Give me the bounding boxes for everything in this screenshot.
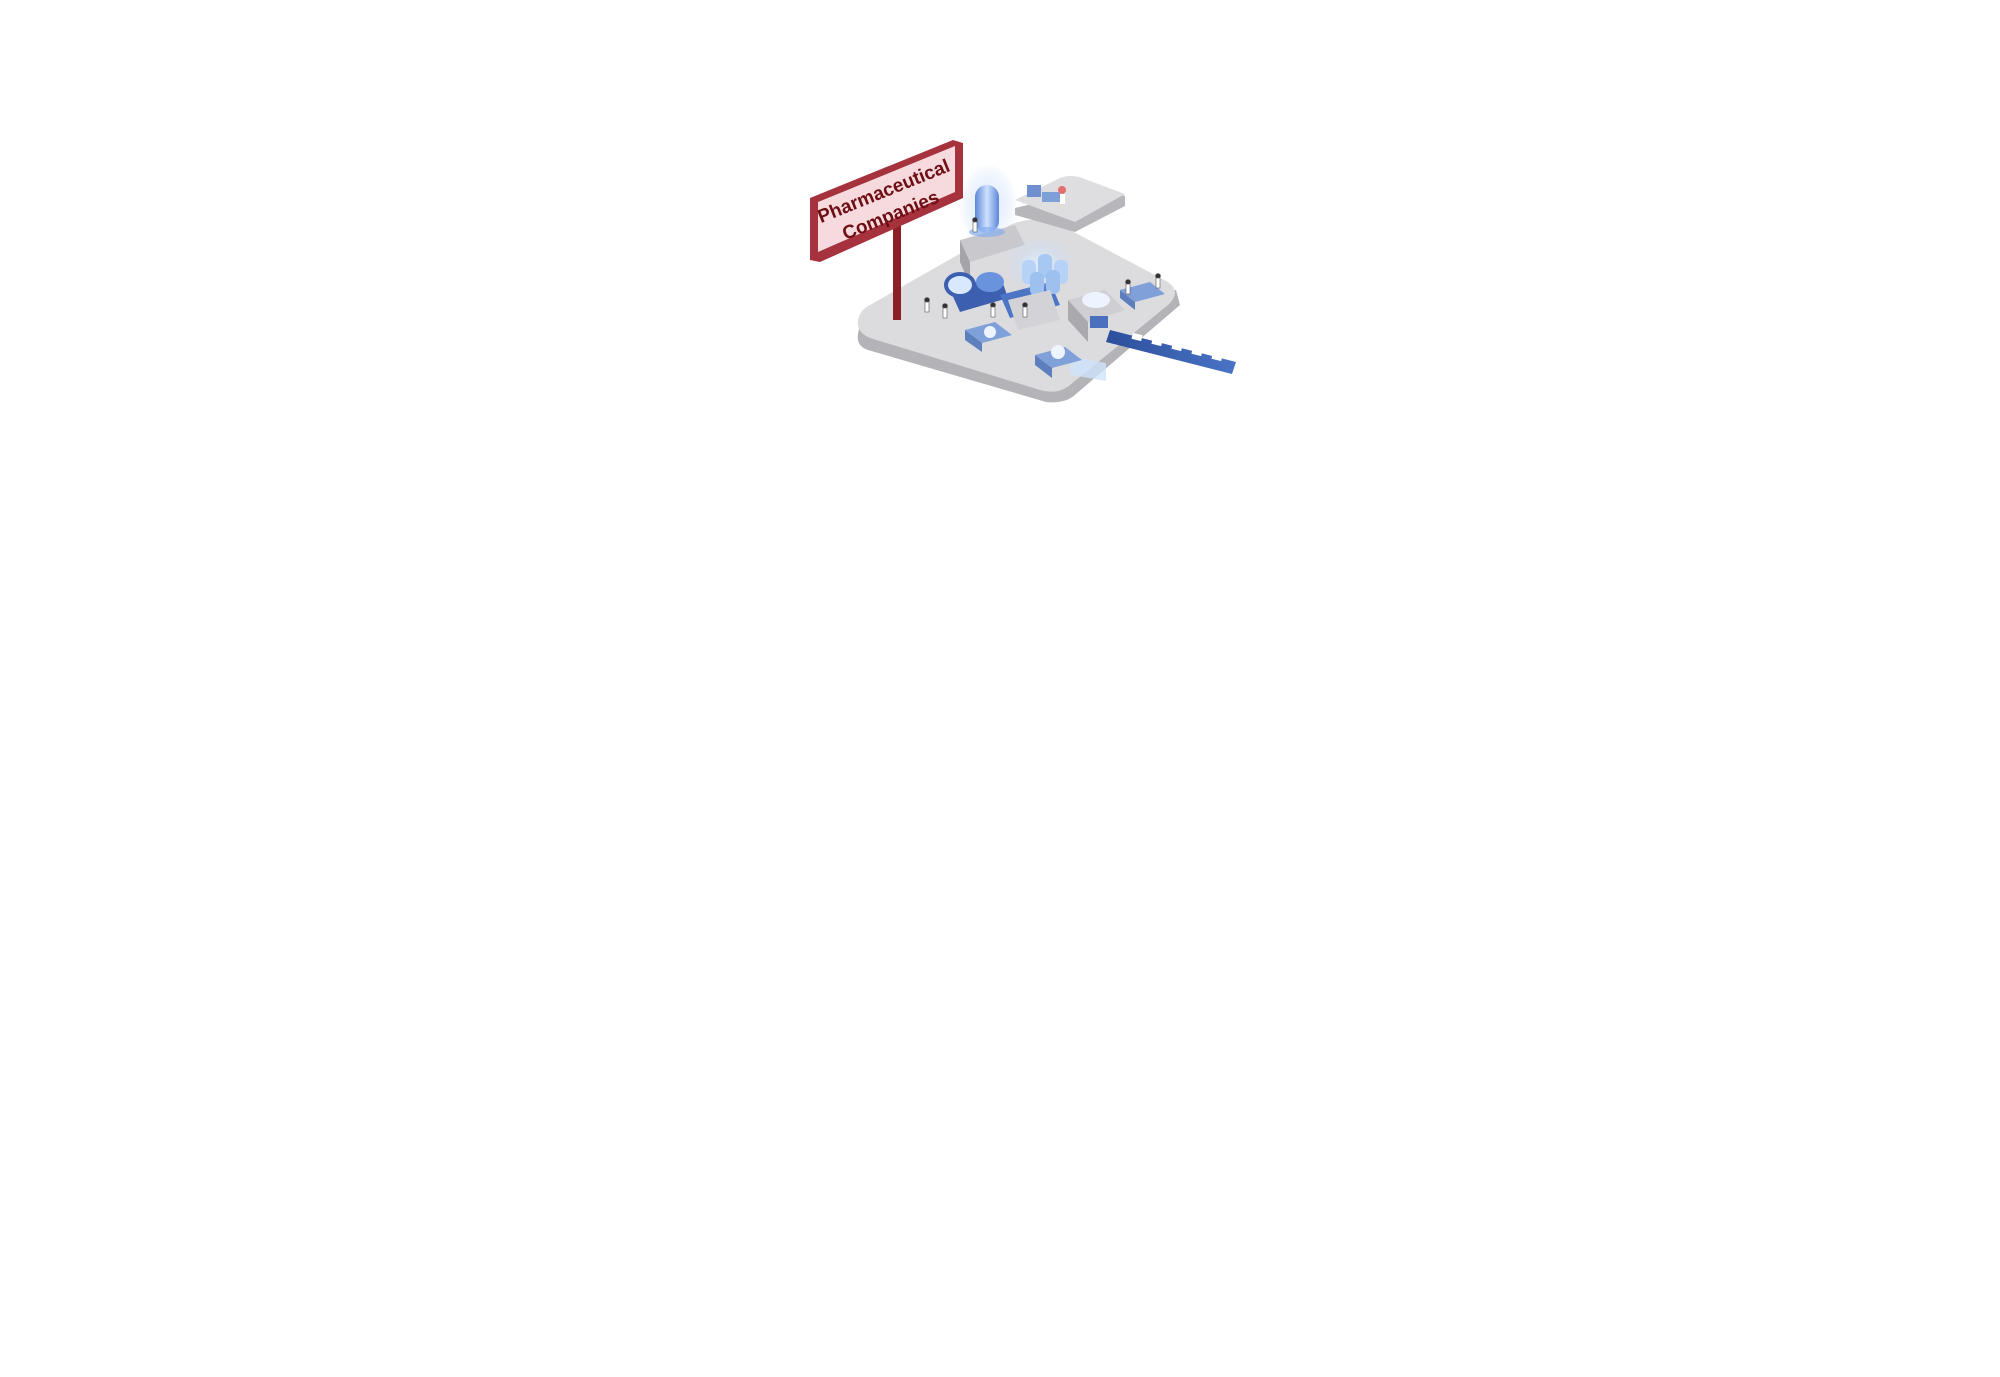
office-platform (1015, 176, 1125, 382)
sign-board (818, 146, 955, 252)
sign-post (893, 225, 901, 320)
machine-bottom (1035, 345, 1082, 378)
machine-center (1068, 290, 1125, 342)
workers (924, 217, 1161, 319)
machine-right (1120, 282, 1165, 310)
tank-cluster (1005, 237, 1075, 330)
output-belt (1106, 330, 1236, 374)
sign: Pharmaceutical Companies (810, 140, 963, 262)
machine-left (965, 322, 1012, 352)
